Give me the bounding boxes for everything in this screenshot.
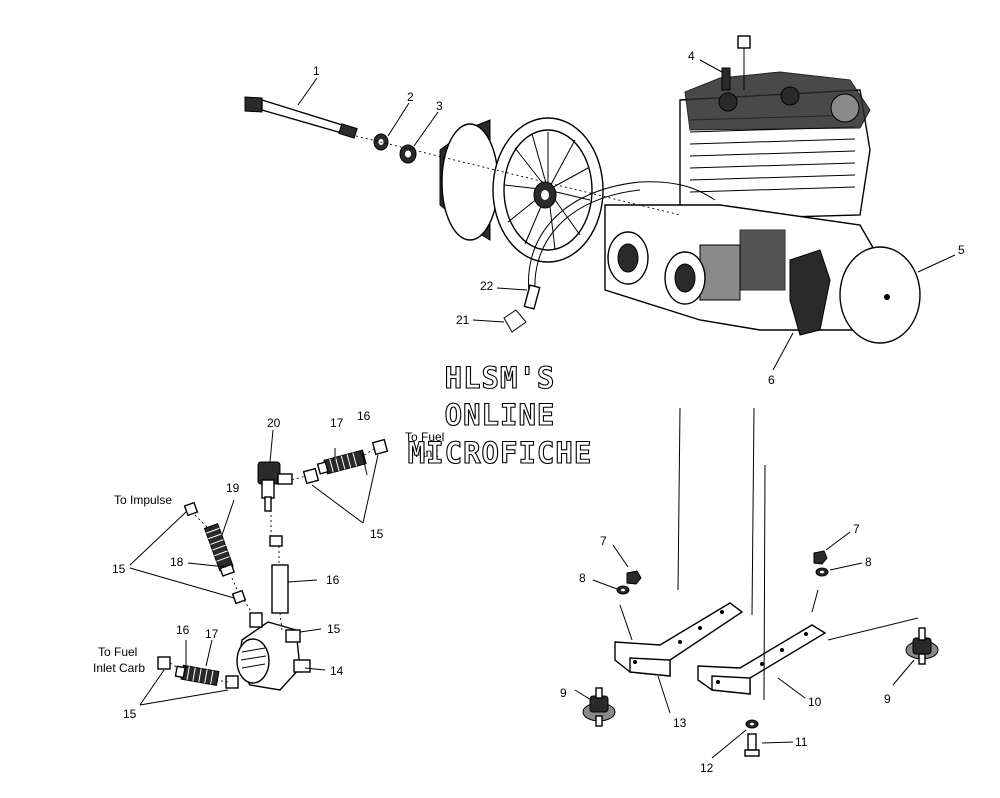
label-to-fuel-tank-line1: To Fuel	[405, 430, 444, 444]
callout-17-upper: 17	[330, 416, 344, 430]
drive-clutch-part	[439, 117, 604, 263]
mount-bolt-part	[744, 719, 760, 757]
callout-9-left: 9	[560, 686, 567, 700]
callout-22: 22	[480, 279, 494, 293]
routing-labels: To Impulse To Fuel Tank To Fuel Inlet Ca…	[93, 430, 444, 675]
watermark: HLSM'S ONLINE MICROFICHE	[407, 360, 593, 470]
impulse-hose-part	[203, 523, 236, 577]
callout-10: 10	[808, 695, 822, 709]
mount-nut-part	[626, 550, 828, 585]
callout-6: 6	[768, 373, 775, 387]
callout-9-right: 9	[884, 692, 891, 706]
fuel-hose-lower-part	[174, 664, 220, 686]
callout-11: 11	[795, 735, 808, 749]
callout-21: 21	[456, 313, 470, 327]
callout-12: 12	[700, 761, 714, 775]
callout-5: 5	[958, 243, 965, 257]
label-to-impulse: To Impulse	[114, 493, 172, 507]
callout-3: 3	[436, 99, 443, 113]
callout-19: 19	[226, 481, 240, 495]
watermark-line-2: ONLINE	[445, 398, 556, 432]
callout-15-upper: 15	[370, 527, 384, 541]
lock-washer-part	[399, 144, 417, 164]
label-to-fuel-carb-line1: To Fuel	[98, 645, 137, 659]
callout-7-right: 7	[853, 522, 860, 536]
engine-mount-bracket-right-part	[697, 624, 827, 695]
callout-1: 1	[313, 64, 320, 78]
callout-8-left: 8	[579, 571, 586, 585]
callout-18: 18	[170, 555, 184, 569]
tee-fitting-part	[257, 461, 293, 512]
fuel-hose-part	[271, 564, 289, 614]
engine-assembly-part	[503, 35, 921, 344]
watermark-line-3: MICROFICHE	[408, 436, 593, 470]
callout-14: 14	[330, 664, 344, 678]
callout-17-lower: 17	[205, 627, 219, 641]
fuel-hose-ribbed-part	[316, 449, 367, 475]
callout-16-lower: 16	[176, 623, 190, 637]
callout-15-lower: 15	[123, 707, 137, 721]
callout-8-right: 8	[865, 555, 872, 569]
label-to-fuel-carb-line2: Inlet Carb	[93, 661, 145, 675]
callout-numbers: 1 2 3 4 5 6 7 7 8 8 9 9 10 11 12 13 14 1…	[112, 49, 965, 775]
callout-13: 13	[673, 716, 687, 730]
callout-15-mid: 15	[327, 622, 341, 636]
engine-mount-bracket-left-part	[614, 602, 744, 677]
callout-16-mid: 16	[326, 573, 340, 587]
bolt-part	[244, 96, 358, 139]
label-to-fuel-tank-line2: Tank	[413, 446, 439, 460]
callout-4: 4	[688, 49, 695, 63]
callout-16-upper: 16	[357, 409, 371, 423]
hose-clamp-part	[157, 438, 389, 689]
callout-7-left: 7	[600, 534, 607, 548]
rubber-mount-part	[582, 627, 939, 727]
mount-washer-part	[616, 567, 829, 595]
fuel-pump-part	[236, 612, 311, 691]
callout-20: 20	[267, 416, 281, 430]
watermark-line-1: HLSM'S	[445, 361, 556, 395]
callout-2: 2	[407, 90, 414, 104]
callout-15-left: 15	[112, 562, 126, 576]
